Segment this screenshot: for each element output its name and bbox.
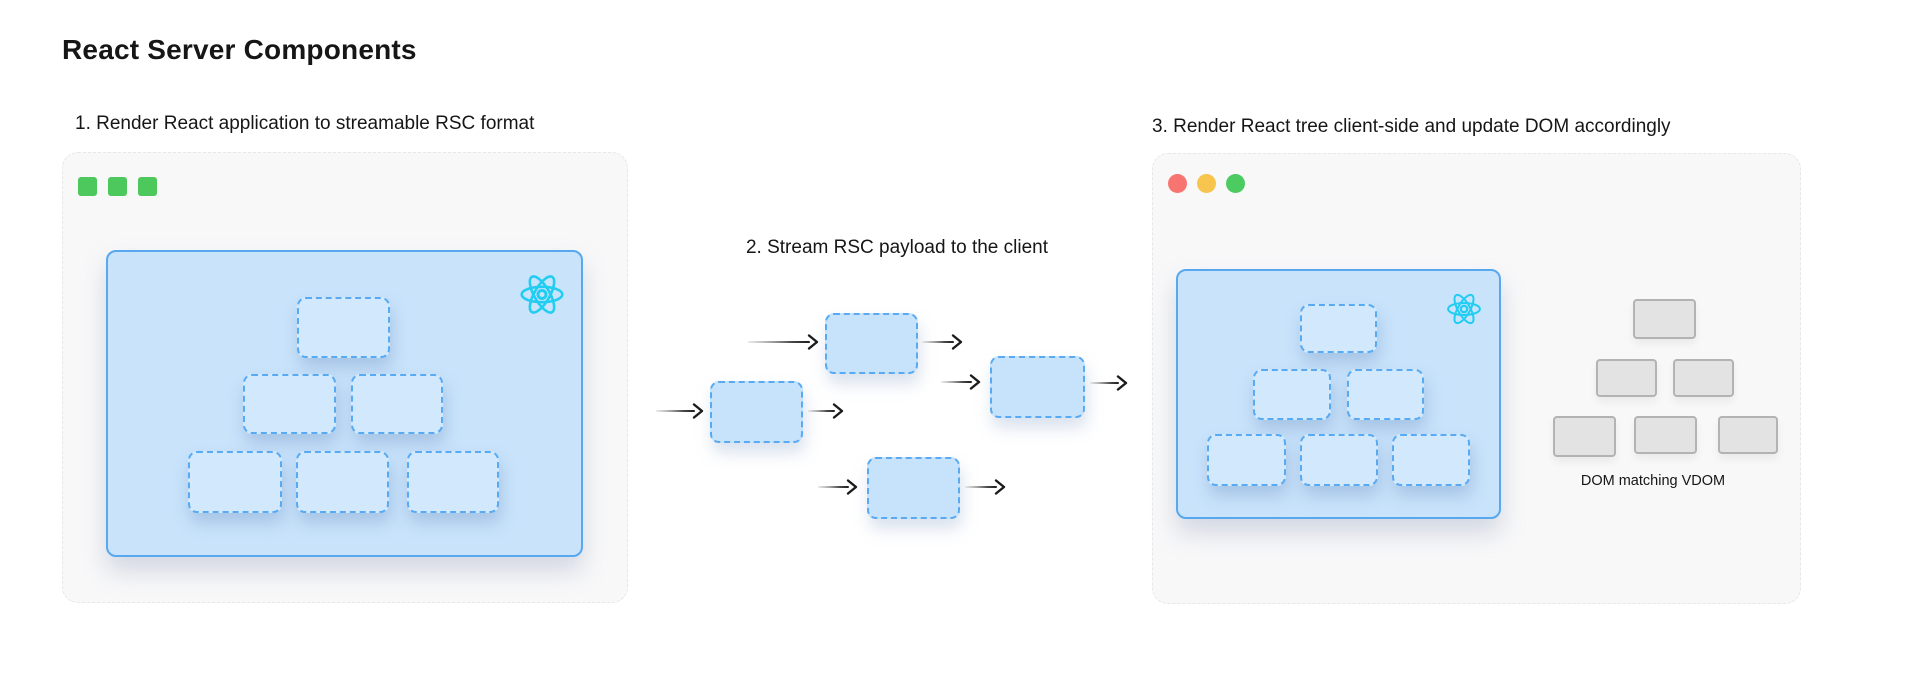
stream-arrow [808,403,844,419]
stream-arrow [965,479,1006,495]
vdom-component-box [1300,304,1377,353]
stream-arrow [818,479,858,495]
vdom-component-box [1300,434,1378,486]
step1-label: 1. Render React application to streamabl… [75,113,535,134]
vdom-component-box [188,451,282,513]
stream-arrow [748,334,819,350]
dom-matching-vdom-label: DOM matching VDOM [1580,473,1726,489]
vdom-component-box [243,374,336,434]
page-title: React Server Components [62,34,417,65]
dom-node-box [1718,416,1778,454]
traffic-light-dot [1168,174,1187,193]
window-button-square [108,177,127,196]
rsc-payload-chunk [867,457,960,519]
dom-node-box [1673,359,1734,397]
vdom-component-box [1392,434,1470,486]
traffic-light-dot [1197,174,1216,193]
dom-node-box [1596,359,1657,397]
traffic-light-dot [1226,174,1245,193]
dom-node-box [1633,299,1696,339]
window-button-square [138,177,157,196]
stream-arrow [922,334,963,350]
vdom-component-box [351,374,443,434]
vdom-component-box [296,451,389,513]
step3-label: 3. Render React tree client-side and upd… [1152,116,1671,137]
vdom-component-box [1347,369,1424,420]
vdom-component-box [407,451,499,513]
vdom-component-box [297,297,390,358]
step2-label: 2. Stream RSC payload to the client [745,237,1049,258]
window-button-square [78,177,97,196]
rsc-payload-chunk [990,356,1085,418]
stream-arrow [941,374,981,390]
rsc-payload-chunk [825,313,918,374]
react-logo-icon [520,275,564,314]
vdom-component-box [1207,434,1286,486]
rsc-payload-chunk [710,381,803,443]
dom-node-box [1553,416,1616,457]
stream-arrow [1090,375,1128,391]
react-logo-icon [1447,293,1481,325]
vdom-component-box [1253,369,1331,420]
dom-node-box [1634,416,1697,454]
stream-arrow [656,403,704,419]
